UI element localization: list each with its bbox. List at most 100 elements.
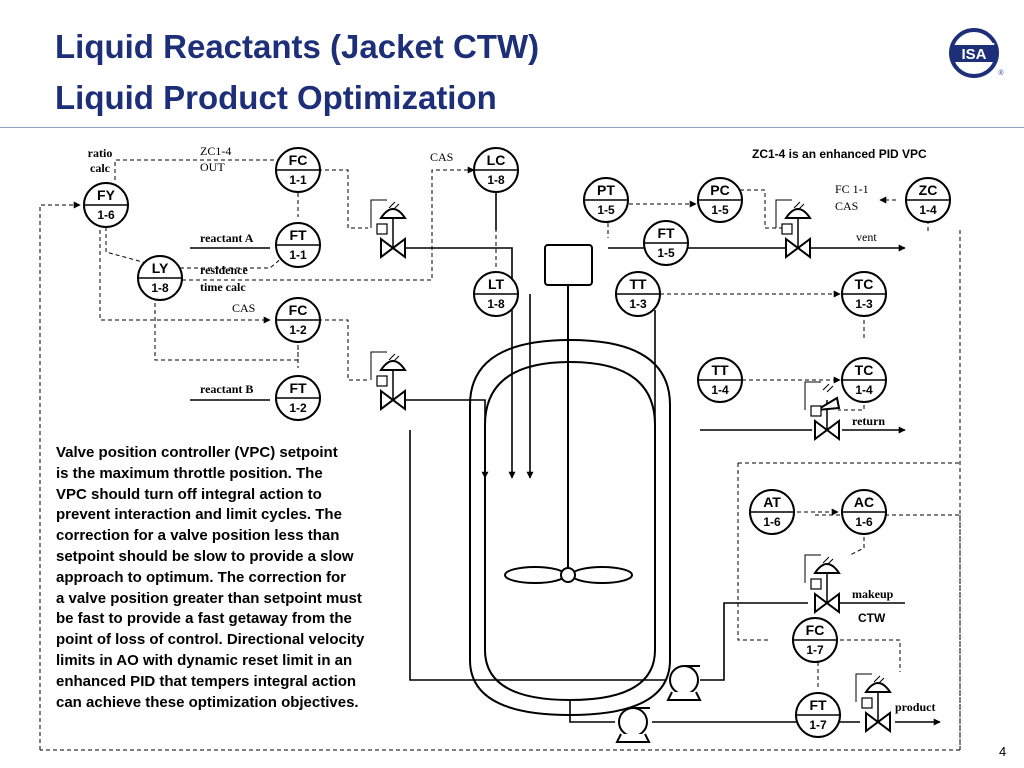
instrument-tag: AC: [854, 494, 874, 510]
label-cas-fc12: CAS: [232, 301, 255, 315]
valve-signal-tube: [855, 673, 872, 702]
instrument-tag: TC: [855, 276, 874, 292]
note-line: setpoint should be slow to provide a slo…: [56, 547, 354, 565]
note-line: point of loss of control. Directional ve…: [56, 631, 365, 649]
valve-positioner: [376, 375, 388, 387]
control-valves: [370, 199, 892, 733]
label-residence: residence: [200, 263, 248, 277]
reactor-vessel: [469, 244, 671, 717]
isa-logo: ISA ®: [949, 28, 1004, 78]
valve-actuator: [784, 208, 812, 219]
instrument-tag: FT: [289, 380, 307, 396]
return-valve: [804, 381, 841, 441]
product-valve: [855, 673, 892, 733]
instrument-bubbles: FY1-6LY1-8FC1-1FT1-1FC1-2FT1-2LC1-8LT1-8…: [83, 147, 951, 738]
valve-signal-tube: [370, 351, 387, 380]
note-line: Valve position controller (VPC) setpoint: [56, 444, 338, 461]
instrument-lt18: LT 1-8: [473, 271, 519, 317]
note-line: can achieve these optimization objective…: [56, 693, 359, 711]
instrument-tag: AT: [763, 494, 781, 510]
instrument-pc15: PC1-5: [697, 177, 743, 223]
instrument-ac16: AC 1-6: [841, 489, 887, 535]
valve-positioner: [810, 405, 822, 417]
valve-actuator: [379, 208, 407, 219]
reactant-b-valve: [370, 351, 407, 411]
instrument-tag: FT: [289, 227, 307, 243]
instrument-number: 1-7: [809, 718, 827, 732]
pneumatic-signal-mark: [793, 201, 805, 211]
valve-positioner: [861, 697, 873, 709]
instrument-tag: ZC: [919, 182, 938, 198]
instrument-at16: AT 1-6: [749, 489, 795, 535]
instrument-tt13: TT1-3: [615, 271, 661, 317]
jacket-pump: [666, 665, 702, 701]
slide-title-line-2: Liquid Product Optimization: [55, 79, 497, 116]
instrument-number: 1-5: [711, 203, 729, 217]
instrument-number: 1-7: [806, 643, 824, 657]
reactant-a-valve: [370, 199, 407, 259]
instrument-lc18: LC 1-8: [473, 147, 519, 193]
valve-actuator: [813, 563, 841, 574]
vent-valve: [775, 199, 812, 259]
instrument-tc14: TC1-4: [841, 357, 887, 403]
instrument-ly18: LY1-8: [137, 255, 183, 301]
instrument-number: 1-3: [855, 297, 873, 311]
pneumatic-signal-mark: [822, 383, 834, 393]
instrument-ft17: FT1-7: [795, 692, 841, 738]
note-line: enhanced PID that tempers integral actio…: [56, 672, 357, 690]
instrument-tag: FY: [97, 187, 116, 203]
instrument-zc14: ZC 1-4: [905, 177, 951, 223]
label-return: return: [852, 414, 885, 428]
label-ctw: CTW: [858, 611, 886, 625]
instrument-number: 1-6: [97, 208, 115, 222]
valve-positioner: [810, 578, 822, 590]
makeup-valve: [804, 554, 841, 614]
instrument-number: 1-4: [919, 203, 937, 217]
label-vpc-note: ZC1-4 is an enhanced PID VPC: [752, 147, 927, 161]
label-reactant-a: reactant A: [200, 231, 254, 245]
label-product: product: [895, 700, 935, 714]
label-zc14-out-1: ZC1-4: [200, 144, 231, 158]
label-calc: calc: [90, 161, 111, 175]
instrument-tag: FC: [289, 302, 308, 318]
instrument-number: 1-6: [855, 515, 873, 529]
instrument-number: 1-8: [487, 173, 505, 187]
logo-mark: ®: [998, 69, 1004, 77]
label-ratio: ratio: [88, 146, 113, 160]
instrument-tag: LT: [488, 276, 505, 292]
note-line: approach to optimum. The correction for: [56, 568, 347, 586]
valve-signal-tube: [775, 199, 792, 228]
page-number: 4: [999, 744, 1007, 759]
instrument-number: 1-2: [289, 323, 307, 337]
instrument-number: 1-8: [151, 281, 169, 295]
instrument-number: 1-6: [763, 515, 781, 529]
instrument-fc11: FC1-1: [275, 147, 321, 193]
valve-actuator: [816, 396, 841, 411]
label-vent: vent: [856, 230, 877, 244]
instrument-number: 1-3: [629, 297, 647, 311]
note-line: VPC should turn off integral action to: [56, 485, 322, 503]
valve-actuator: [864, 682, 892, 693]
note-line: is the maximum throttle position. The: [56, 464, 323, 482]
vpc-explanation-note: Valve position controller (VPC) setpoint…: [56, 443, 416, 713]
instrument-number: 1-8: [487, 297, 505, 311]
note-line: be fast to provide a fast getaway from t…: [56, 610, 352, 628]
note-line: prevent interaction and limit cycles. Th…: [56, 506, 342, 524]
label-fc11-cas-2: CAS: [835, 199, 858, 213]
valve-actuator: [379, 360, 407, 371]
instrument-number: 1-4: [711, 383, 729, 397]
pneumatic-signal-mark: [822, 556, 834, 566]
pneumatic-signal-mark: [388, 353, 400, 363]
valve-positioner: [376, 223, 388, 235]
instrument-tag: TC: [855, 362, 874, 378]
label-zc14-out-2: OUT: [200, 160, 225, 174]
instrument-number: 1-5: [657, 246, 675, 260]
instrument-tag: FC: [806, 622, 825, 638]
valve-signal-tube: [370, 199, 387, 228]
label-cas-lc: CAS: [430, 150, 453, 164]
instrument-tag: LC: [487, 152, 506, 168]
instrument-pt15: PT1-5: [583, 177, 629, 223]
pneumatic-signal-mark: [388, 201, 400, 211]
instrument-number: 1-1: [289, 248, 307, 262]
instrument-tag: FC: [289, 152, 308, 168]
